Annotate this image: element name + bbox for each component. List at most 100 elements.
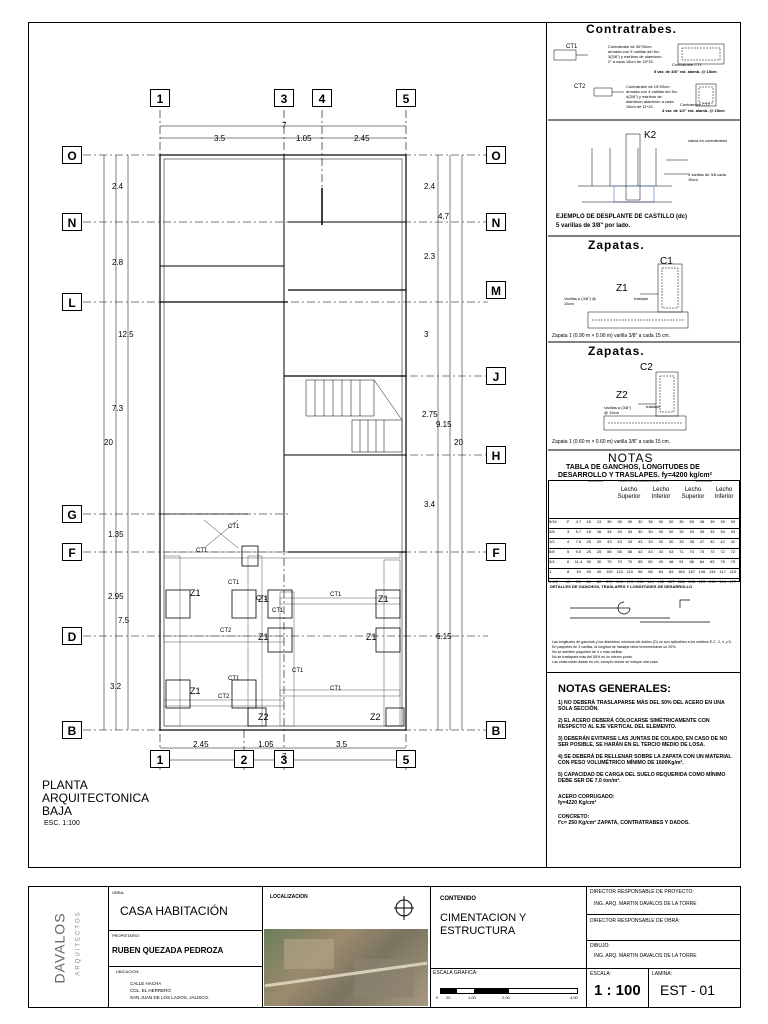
dim-left-5: 2.95 [108, 592, 124, 601]
table-cell: 33 [689, 529, 694, 534]
logo-main: DAVALOS [51, 912, 68, 984]
director-proyecto-label: DIRECTOR RESPONSABLE DE PROYECTO: [590, 889, 694, 895]
zapata2-z-label: Z2 [616, 390, 628, 401]
table-cell: 38 [689, 539, 694, 544]
tb-div-h6 [586, 968, 741, 969]
dim-right-1: 2.4 [424, 182, 436, 191]
escala-value: 1 : 100 [594, 982, 641, 999]
table-cell: 9.5 [575, 549, 582, 554]
table-cell: 33 [710, 529, 715, 534]
notas-detail-title: DETALLES DE GANCHOS, TRASLAPES Y LONGITU… [550, 584, 693, 589]
contenido-value-2: ESTRUCTURA [440, 925, 516, 937]
tb-div-h4 [586, 914, 741, 915]
table-cell: 117 [719, 569, 726, 574]
ct2-label: CT2 [574, 84, 586, 90]
scale-tick: 20 [446, 995, 451, 1000]
zapata1-c-label: C1 [660, 256, 673, 267]
ct1-label: CT1 [566, 44, 578, 50]
dim-left-3: 7.3 [112, 404, 124, 413]
label-z1: Z1 [378, 594, 389, 604]
table-cell: 30 [658, 529, 664, 534]
nota-item: 5) CAPACIDAD DE CARGA DEL SUELO REQUERID… [558, 772, 726, 784]
table-cell: 33 [730, 529, 736, 534]
axis-left-d: D [62, 627, 82, 645]
row-diameter: 1 [549, 569, 552, 574]
table-cell: 43 [638, 549, 643, 554]
tb-div-v5 [648, 968, 649, 1008]
axis-top-4: 4 [312, 89, 332, 107]
zapata2-note-left: Varillas a (3/8") @ 15cm [604, 405, 631, 415]
table-cell: 144 [647, 579, 654, 584]
row-diameter: 5/8 [549, 549, 555, 554]
table-cell: 30 [648, 529, 653, 534]
nota-item: 3) DEBERÁN EVITARSE LAS JUNTAS DE COLADO… [558, 736, 728, 748]
label-ct1: CT1 [272, 608, 284, 614]
zapata1-note-left: Varillas a (3/8") @ 15cm [564, 296, 597, 306]
castillo-note-vars: 5 varillas de 3/8 cada 15cm [688, 172, 726, 182]
table-cell: 43 [648, 549, 653, 554]
table-cell: 134 [708, 569, 716, 574]
table-cell: 86 [648, 569, 653, 574]
notas-generales-heading: NOTAS GENERALES: [558, 683, 671, 695]
ct2-sub: 4 var. de 1/2" est. alamb. @ 15cm [662, 108, 725, 113]
floor-plan [83, 110, 488, 770]
dim-right-6: 6.15 [436, 632, 452, 641]
table-cell: 3 [567, 529, 570, 534]
graphic-scale-bar [440, 988, 578, 994]
table-cell: 25 [596, 549, 602, 554]
table-cell: 127 [667, 579, 675, 584]
zapata1-drawing [548, 263, 740, 343]
contenido-label: CONTENIDO [440, 896, 476, 902]
dim-bottom-2: 1.05 [258, 740, 274, 749]
table-cell: 36 [648, 519, 653, 524]
dim-right-5: 3.4 [424, 500, 436, 509]
table-cell: 13 [596, 519, 602, 524]
table-cell: 47 [699, 539, 705, 544]
detail-note: Las cotas están dadas en cm, excepto don… [552, 660, 659, 664]
table-cell: 38 [699, 519, 705, 524]
table-cell: 39 [720, 519, 725, 524]
table-cell: 30 [617, 519, 622, 524]
table-cell: 11.4 [574, 559, 583, 564]
sub-lecho-sup-1: Lecho Superior [617, 487, 641, 500]
table-cell: 15 [586, 519, 591, 524]
label-z1: Z1 [366, 632, 377, 642]
tb-div-h5 [586, 940, 741, 941]
table-cell: 33 [648, 539, 653, 544]
table-cell: 34 [607, 529, 612, 534]
table-cell: 8 [567, 569, 570, 574]
table-cell: 286 [678, 579, 685, 584]
table-cell: 30 [627, 519, 633, 524]
row-diameter: 3/4 [549, 559, 555, 564]
ct1-description: Contratrabe de 30*20cm armada con 5 vari… [608, 44, 662, 64]
table-cell: 7.6 [575, 539, 582, 544]
table-cell: 30 [668, 539, 674, 544]
ubicacion-line: CALLE HACHA [130, 981, 162, 986]
table-cell: 84 [668, 569, 674, 574]
row-diameter: 5/16 [549, 519, 557, 524]
zapata1-caption: Zapata 1 (0.90 m × 0.90 m) varilla 3/8" … [552, 333, 671, 339]
tb-div-h1 [108, 930, 262, 931]
propietario-value: RUBEN QUEZADA PEDROZA [112, 946, 224, 955]
label-ct1: CT1 [330, 592, 342, 598]
dim-bottom-3: 3.5 [336, 740, 348, 749]
dim-bottom-1: 2.45 [193, 740, 209, 749]
table-cell: 110 [626, 569, 634, 574]
label-ct1: CT1 [256, 596, 268, 602]
table-cell: 43 [668, 549, 674, 554]
contenido-value-1: CIMENTACION Y [440, 912, 527, 924]
table-cell: 76 [730, 559, 736, 564]
ct2-description: Contratrabe de 15*20cm armada con 4 vari… [626, 84, 678, 109]
table-cell: 39 [710, 519, 715, 524]
table-cell: 35 [699, 529, 705, 534]
label-ct1: CT1 [228, 676, 240, 682]
castillo-label: K2 [644, 130, 657, 141]
dim-right-2: 2.3 [424, 252, 436, 261]
propietario-label: PROPIETARIO: [112, 933, 141, 938]
nota-item: 1) NO DEBERÁ TRASLAPARSE MÁS DEL 50% DEL… [558, 700, 725, 712]
hook-details-drawing [570, 599, 710, 623]
